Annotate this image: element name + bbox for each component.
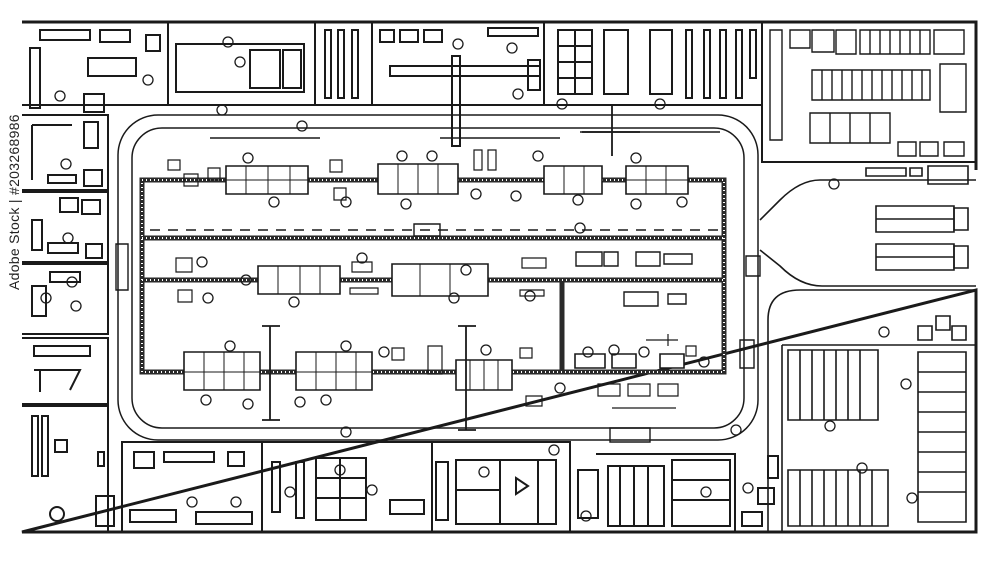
car-icon — [414, 224, 440, 236]
top-rooms — [22, 22, 976, 162]
machine-icon — [184, 164, 688, 390]
loading-dock — [760, 166, 976, 286]
worker-icon — [41, 37, 917, 521]
bottom-rooms — [122, 442, 778, 532]
machine-detail — [184, 164, 688, 390]
overhead-crane — [262, 104, 640, 430]
equipment — [168, 150, 696, 408]
truck-icon — [876, 206, 968, 232]
left-rooms — [22, 115, 114, 532]
conveyor-belt-inner — [142, 180, 724, 372]
right-top-warehouse — [770, 30, 966, 156]
forklift-icon — [576, 252, 692, 306]
right-bottom-warehouse — [768, 290, 976, 532]
truck-icon — [116, 244, 760, 442]
outer-walls — [22, 22, 976, 532]
stock-watermark: Adobe Stock | #203268986 — [6, 114, 22, 290]
truck-icon — [876, 244, 968, 270]
